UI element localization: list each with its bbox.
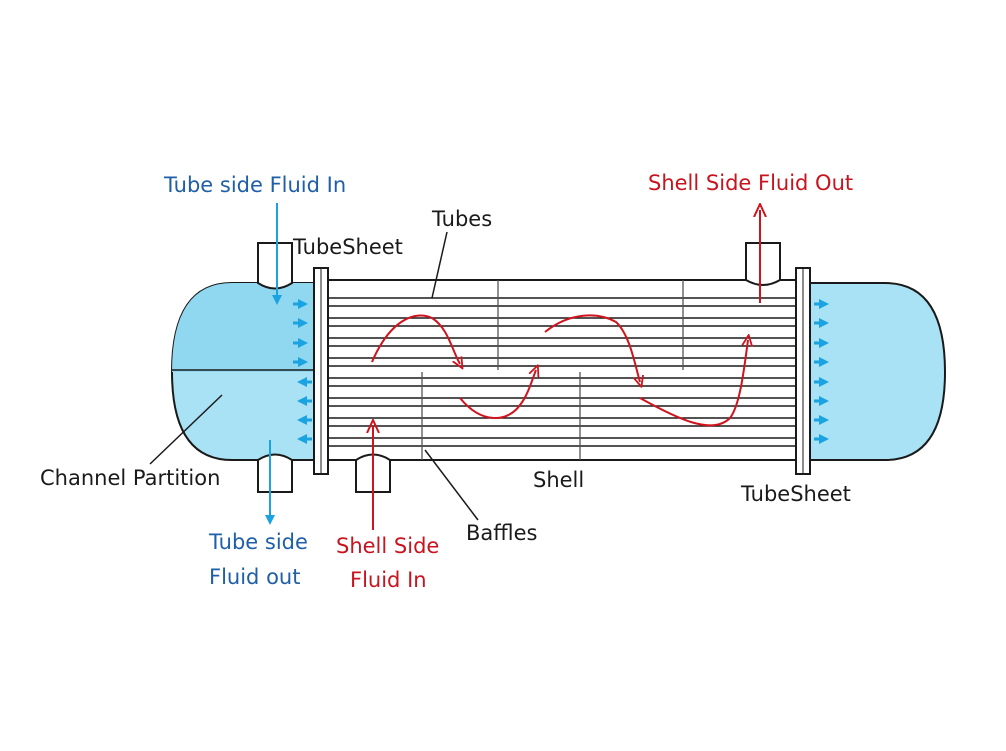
label-shell-side-fluid-out: Shell Side Fluid Out [648, 171, 853, 195]
baffles-leader [424, 449, 479, 521]
label-channel-partition: Channel Partition [40, 466, 220, 490]
baffles [421, 280, 684, 460]
label-shell: Shell [533, 468, 584, 492]
shell-body [327, 279, 799, 461]
label-shell-side-fluid-in-line2: Fluid In [350, 568, 427, 592]
channel-partition-leader [149, 394, 223, 465]
label-shell-side-fluid-in-line1: Shell Side [336, 534, 439, 558]
tubes-leader [431, 231, 448, 299]
label-tube-side-fluid-out-line1: Tube side [208, 530, 308, 554]
leader-lines [149, 231, 479, 521]
label-tube-side-fluid-out-line2: Fluid out [209, 565, 300, 589]
tube-bundle [328, 297, 798, 447]
label-tube-side-fluid-in: Tube side Fluid In [163, 173, 346, 197]
tube-fluid-arrows-right [814, 299, 829, 444]
left-channel-head [170, 282, 321, 461]
right-channel-head [807, 282, 947, 461]
label-tubesheet-right: TubeSheet [740, 482, 851, 506]
label-tubes: Tubes [431, 207, 492, 231]
shell-fluid-flow-path [371, 314, 748, 427]
tube-inlet-nozzle [257, 242, 293, 290]
tube-fluid-arrows-left [293, 299, 312, 444]
label-tubesheet-left: TubeSheet [292, 235, 403, 259]
tube-outlet-nozzle [257, 453, 293, 493]
label-baffles: Baffles [466, 521, 537, 545]
right-tubesheet [795, 267, 811, 475]
left-tubesheet [313, 267, 329, 475]
shell-outlet-nozzle [745, 242, 781, 286]
